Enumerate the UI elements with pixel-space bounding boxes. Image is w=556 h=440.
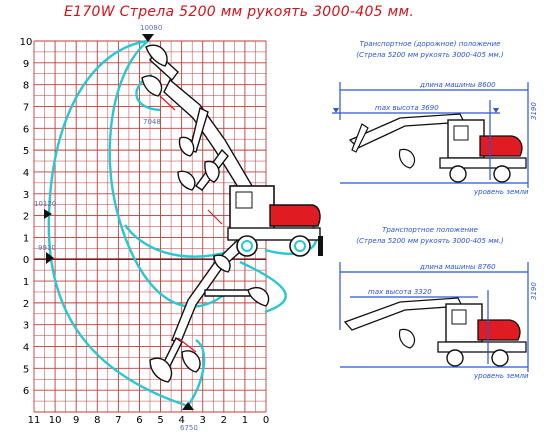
panel-bottom-height: max высота 3320 (368, 288, 432, 296)
stick-upper-2 (189, 106, 209, 153)
y-tick-label: 8 (23, 81, 29, 92)
x-tick-label: 9 (73, 415, 79, 426)
y-tick-label: 9 (23, 59, 29, 70)
panel-top-title-1: Транспортное (дорожное) положение (360, 40, 501, 48)
bucket-upper-1 (145, 44, 168, 67)
panel-top-ground: уровень земли (473, 188, 529, 196)
counterweight (269, 204, 321, 227)
y-tick-label: 10 (20, 37, 33, 48)
bucket-arc-lower (239, 260, 287, 314)
transport-panel-top: Транспортное (дорожное) положение (Стрел… (332, 40, 538, 196)
panel-top-side-height: 3190 (530, 102, 538, 120)
machine-main (227, 185, 323, 257)
y-tick-label: 5 (23, 146, 29, 157)
y-tick-label: 1 (23, 277, 29, 288)
bucket-upper-4 (204, 160, 220, 183)
stick-lower-2 (204, 289, 251, 297)
rear-blade (318, 236, 323, 256)
y-tick-label: 3 (23, 321, 29, 332)
dim-label-7048: 7048 (143, 118, 161, 126)
boom-upper (163, 78, 260, 201)
bucket-lower-1 (149, 357, 173, 383)
bucket-lower-4 (213, 254, 231, 273)
x-tick-label: 11 (28, 415, 41, 426)
x-tick-label: 0 (263, 415, 269, 426)
dimension-markers (44, 34, 194, 410)
wheel-front-hub (241, 240, 253, 252)
marker-10120 (44, 209, 52, 219)
page-title: E170W Стрела 5200 мм рукоять 3000-405 мм… (64, 4, 415, 20)
x-tick-label: 2 (221, 415, 227, 426)
panel-bottom-ground: уровень земли (473, 372, 529, 380)
y-tick-label: 2 (23, 212, 29, 223)
panel-bottom-length: длина машины 8760 (419, 263, 496, 271)
dim-label-9910: 9910 (38, 244, 56, 252)
y-tick-label: 5 (23, 364, 29, 375)
marker-bottom (182, 402, 194, 410)
dim-label-10120: 10120 (34, 200, 56, 208)
wheel-rear-hub (294, 240, 306, 252)
x-tick-label: 7 (115, 415, 121, 426)
panel-bottom-title-2: (Стрела 5200 мм рукоять 3000-405 мм.) (356, 237, 504, 245)
x-tick-label: 3 (200, 415, 206, 426)
wheel-rear (289, 235, 311, 257)
transport-panel-bottom: Транспортное положение (Стрела 5200 мм р… (339, 226, 538, 380)
y-tick-label: 6 (23, 386, 29, 397)
x-tick-label: 4 (178, 415, 184, 426)
red-hint-lines (159, 95, 223, 353)
panel-top-title-2: (Стрела 5200 мм рукоять 3000-405 мм.) (356, 51, 504, 59)
y-tick-label: 1 (23, 233, 29, 244)
dim-label-bottom: 6750 (180, 424, 198, 432)
marker-top (142, 34, 154, 42)
y-tick-label: 4 (23, 168, 29, 179)
panel-bottom-title-1: Транспортное положение (382, 226, 478, 234)
arm-positions-upper (141, 44, 260, 201)
wheel-front (236, 235, 258, 257)
x-tick-label: 10 (49, 415, 62, 426)
dimension-labels: 10080 7048 10120 9910 6750 (34, 24, 198, 432)
panel-top-length: длина машины 8600 (419, 81, 496, 89)
grid (33, 40, 267, 413)
y-tick-label: 2 (23, 299, 29, 310)
bucket-lower-2 (181, 350, 201, 373)
x-tick-label: 8 (94, 415, 100, 426)
dim-label-top: 10080 (140, 24, 162, 32)
panel-bottom-side-height: 3190 (530, 282, 538, 300)
x-tick-label: 1 (242, 415, 248, 426)
bucket-lower-3 (247, 287, 270, 307)
x-tick-label: 5 (157, 415, 163, 426)
bucket-upper-5 (178, 136, 195, 157)
low-reach-curve (186, 339, 206, 407)
y-tick-label: 0 (23, 255, 29, 266)
bucket-upper-2 (141, 75, 163, 97)
y-tick-label: 4 (23, 343, 29, 354)
panel-top-height: max высота 3690 (375, 104, 439, 112)
arm-positions-lower (149, 227, 270, 383)
marker-9910 (46, 252, 54, 264)
x-tick-label: 6 (136, 415, 142, 426)
cab-window (235, 191, 253, 209)
y-tick-label: 6 (23, 124, 29, 135)
bucket-upper-3 (177, 170, 196, 191)
y-tick-label: 3 (23, 190, 29, 201)
y-tick-label: 7 (23, 102, 29, 113)
